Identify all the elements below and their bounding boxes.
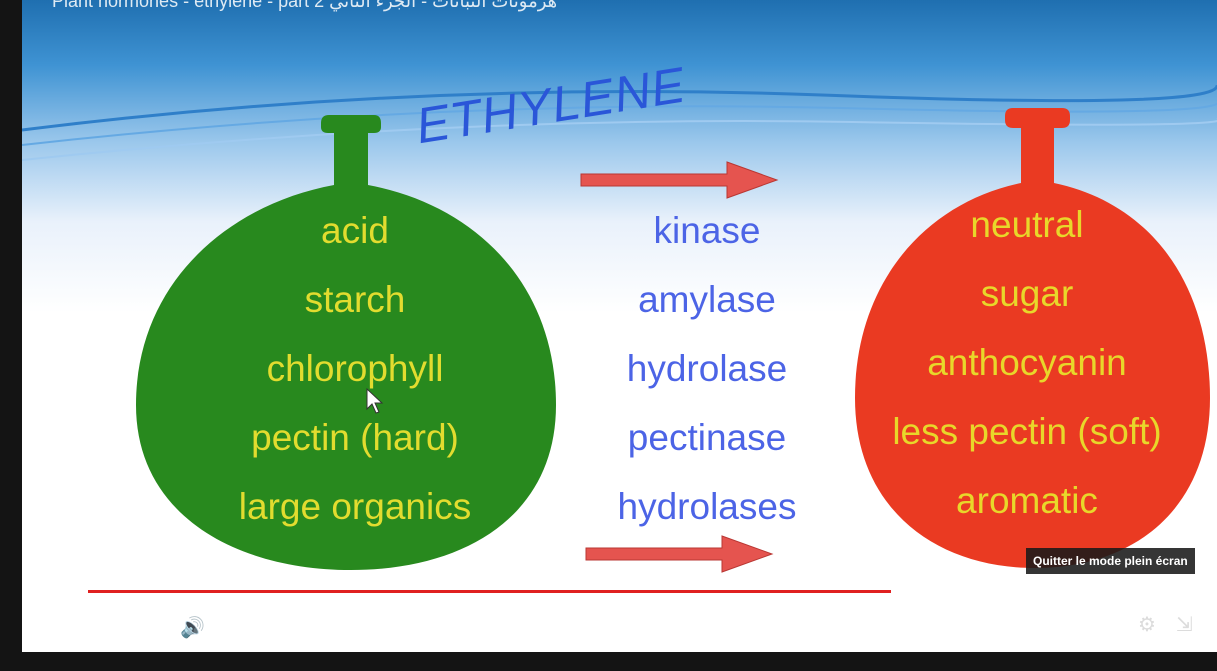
list-item: anthocyanin bbox=[927, 342, 1127, 383]
time-total: 13:17 bbox=[259, 619, 292, 635]
list-item: kinase bbox=[653, 210, 761, 251]
green-flask-items: acid starch chlorophyll pectin (hard) la… bbox=[140, 196, 570, 541]
video-player[interactable]: Plant hormones - ethylene - part 2 هرمون… bbox=[22, 0, 1217, 652]
list-item: neutral bbox=[970, 204, 1084, 245]
gear-icon[interactable]: ⚙ bbox=[1138, 614, 1156, 636]
list-item: large organics bbox=[238, 486, 472, 527]
progress-played bbox=[88, 590, 891, 593]
time-display: 9:15 / 13:17 bbox=[223, 620, 292, 635]
progress-bar[interactable] bbox=[88, 590, 1188, 593]
enzyme-list: kinase amylase hydrolase pectinase hydro… bbox=[562, 196, 852, 541]
list-item: hydrolase bbox=[626, 348, 788, 389]
list-item: acid bbox=[321, 210, 389, 251]
mouse-cursor-icon bbox=[366, 387, 384, 414]
list-item: pectin (hard) bbox=[251, 417, 459, 458]
time-separator: / bbox=[251, 619, 256, 635]
green-flask bbox=[136, 115, 556, 570]
time-current: 9:15 bbox=[223, 619, 249, 635]
list-item: chlorophyll bbox=[266, 348, 444, 389]
list-item: sugar bbox=[980, 273, 1074, 314]
red-flask-items: neutral sugar anthocyanin less pectin (s… bbox=[837, 190, 1217, 535]
list-item: less pectin (soft) bbox=[892, 411, 1162, 452]
red-flask bbox=[855, 108, 1210, 568]
list-item: amylase bbox=[638, 279, 776, 320]
video-title: Plant hormones - ethylene - part 2 هرمون… bbox=[52, 0, 558, 11]
pause-icon[interactable]: ❚❚ bbox=[90, 616, 124, 639]
slide-background-waves bbox=[22, 84, 1217, 161]
exit-fullscreen-tooltip: Quitter le mode plein écran bbox=[1026, 548, 1195, 574]
next-icon[interactable]: ▶| bbox=[141, 616, 163, 639]
list-item: pectinase bbox=[627, 417, 787, 458]
bottom-arrow-icon bbox=[585, 535, 774, 573]
volume-icon[interactable]: 🔊 bbox=[180, 616, 205, 639]
exit-fullscreen-icon[interactable]: ⇲ bbox=[1175, 614, 1193, 636]
top-arrow-icon bbox=[580, 161, 779, 199]
list-item: starch bbox=[304, 279, 406, 320]
list-item: hydrolases bbox=[617, 486, 797, 527]
list-item: aromatic bbox=[956, 480, 1098, 521]
player-controls-right: ⚙ ⇲ bbox=[1138, 612, 1193, 637]
player-controls: ❚❚ ▶| 🔊 9:15 / 13:17 bbox=[90, 612, 292, 642]
